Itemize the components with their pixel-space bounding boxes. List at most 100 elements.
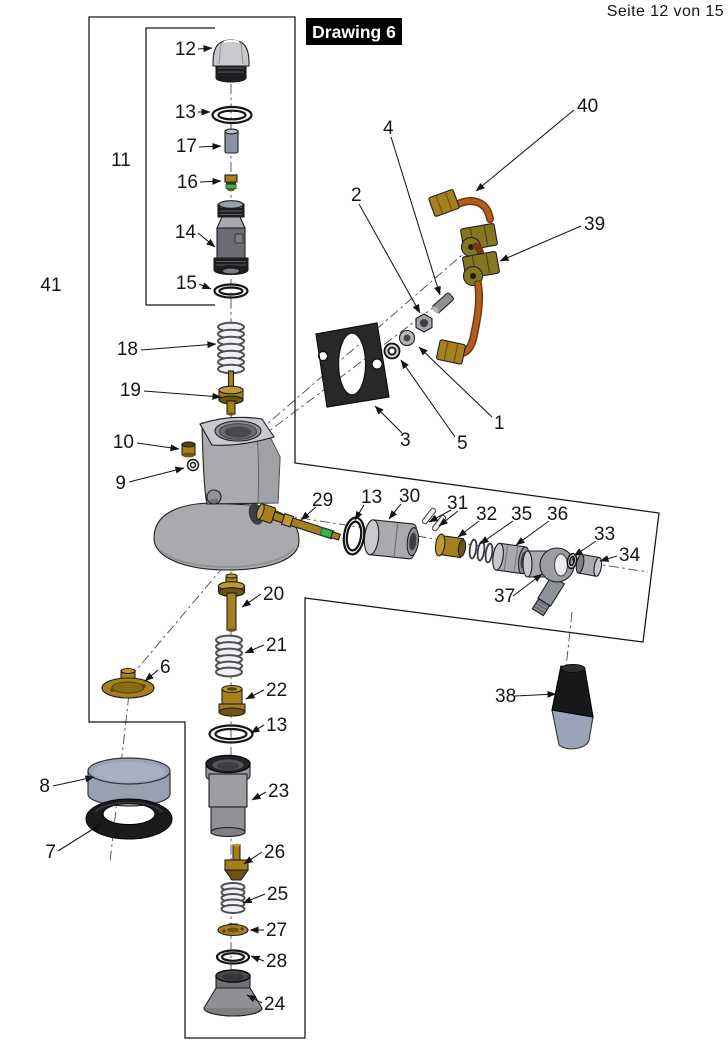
callout-10: 10 (113, 432, 180, 453)
part-6-flanged-disc (101, 667, 155, 699)
part-24-cone-nut (203, 969, 263, 1017)
callout-41: 41 (40, 275, 61, 296)
part-4-pin (432, 292, 454, 314)
part-38-lever-handle (551, 664, 594, 750)
callout-label: 13 (175, 102, 196, 123)
callout-5: 5 (400, 359, 468, 454)
callout-33: 33 (573, 524, 615, 557)
part-3-gasket-plate (315, 322, 390, 408)
part-12-dome-cap (212, 39, 250, 83)
part-25-spring (220, 882, 246, 914)
part-9-washer (186, 458, 200, 472)
callout-38: 38 (495, 686, 557, 707)
callout-24: 24 (246, 994, 286, 1015)
callout-28: 28 (250, 951, 287, 972)
callout-label: 33 (594, 524, 615, 545)
view-frames (88, 16, 660, 1039)
page-header: Seite 12 von 15 Drawing 6 (306, 3, 724, 45)
group-11-bracket (145, 27, 215, 306)
callout-16: 16 (177, 172, 222, 193)
part-7-gasket-ring (85, 798, 173, 840)
callout-32: 32 (457, 504, 497, 538)
callout-label: 13 (361, 487, 382, 508)
callout-40: 40 (475, 96, 598, 192)
callout-31: 31 (428, 493, 468, 527)
callout-15: 15 (176, 273, 212, 294)
callout-6: 6 (144, 657, 171, 682)
callout-label: 39 (584, 214, 605, 235)
callout-2: 2 (351, 185, 421, 314)
callout-8: 8 (39, 775, 95, 797)
callout-19: 19 (120, 380, 222, 401)
callout-label: 37 (494, 586, 515, 607)
detail-boundary-frame (88, 16, 660, 1039)
callout-25: 25 (242, 884, 288, 905)
callout-label: 30 (399, 486, 420, 507)
callout-label: 8 (39, 776, 50, 797)
callout-22: 22 (245, 680, 287, 701)
callout-label: 18 (117, 339, 138, 360)
callout-label: 13 (266, 715, 287, 736)
part-2-nut (415, 313, 433, 333)
part-5-washer (383, 342, 401, 360)
callout-label: 35 (511, 504, 532, 525)
callout-35: 35 (479, 504, 532, 545)
callout-26: 26 (243, 842, 285, 865)
callout-label: 7 (45, 842, 56, 863)
part-21-spring (215, 634, 243, 678)
callout-1: 1 (418, 346, 505, 434)
part-13-oring-mid (342, 516, 366, 556)
part-32-bushing (434, 533, 467, 559)
callout-label: 22 (266, 680, 287, 701)
part-18-spring (217, 321, 245, 375)
part-19-valve-stem (218, 370, 244, 416)
part-13-oring-lower (208, 724, 254, 744)
part-27-disc (217, 923, 249, 937)
callout-label: 2 (351, 185, 362, 206)
part-14-valve-body (213, 200, 249, 276)
part-39-pipe-lower (436, 242, 500, 365)
callout-7: 7 (45, 823, 102, 863)
part-23-sleeve (205, 754, 251, 838)
part-17-pin (224, 128, 239, 154)
callout-12: 12 (175, 39, 213, 60)
callout-21: 21 (244, 635, 287, 656)
callout-label: 15 (176, 273, 197, 294)
group-head-body (153, 416, 300, 571)
callout-36: 36 (515, 504, 568, 546)
callout-label: 40 (577, 96, 598, 117)
part-26-valve-pin (223, 843, 250, 881)
callout-label: 34 (619, 545, 641, 566)
part-10-screw (181, 441, 196, 458)
callout-label: 19 (120, 380, 141, 401)
part-13-oring-top (211, 105, 253, 125)
callout-label: 21 (266, 635, 287, 656)
callout-13-lower: 13 (250, 715, 287, 736)
callout-label: 27 (266, 920, 287, 941)
callout-label: 23 (268, 781, 289, 802)
part-16-jet-screw (224, 174, 238, 192)
callout-34: 34 (599, 545, 641, 566)
callout-label: 14 (175, 222, 197, 243)
callouts: 12 13 17 16 14 15 11 41 18 19 10 9 6 8 7… (39, 39, 640, 1015)
callout-label: 38 (495, 686, 516, 707)
callout-label: 41 (40, 275, 61, 296)
callout-label: 24 (264, 994, 286, 1015)
part-28-washer (215, 949, 251, 965)
callout-20: 20 (241, 584, 284, 608)
callout-23: 23 (251, 781, 289, 802)
callout-label: 4 (383, 118, 394, 139)
part-30-coupling (363, 519, 420, 560)
callout-label: 36 (547, 504, 568, 525)
callout-13-top: 13 (175, 102, 211, 123)
part-15-oring (213, 283, 249, 299)
part-33-ring (566, 552, 578, 570)
part-1-washer (398, 329, 416, 347)
callout-label: 12 (175, 39, 196, 60)
part-40-pipe-upper (428, 189, 498, 258)
part-8-shower-cup (87, 757, 171, 807)
callout-label: 29 (312, 490, 333, 511)
part-37-lever-yoke (522, 547, 575, 617)
